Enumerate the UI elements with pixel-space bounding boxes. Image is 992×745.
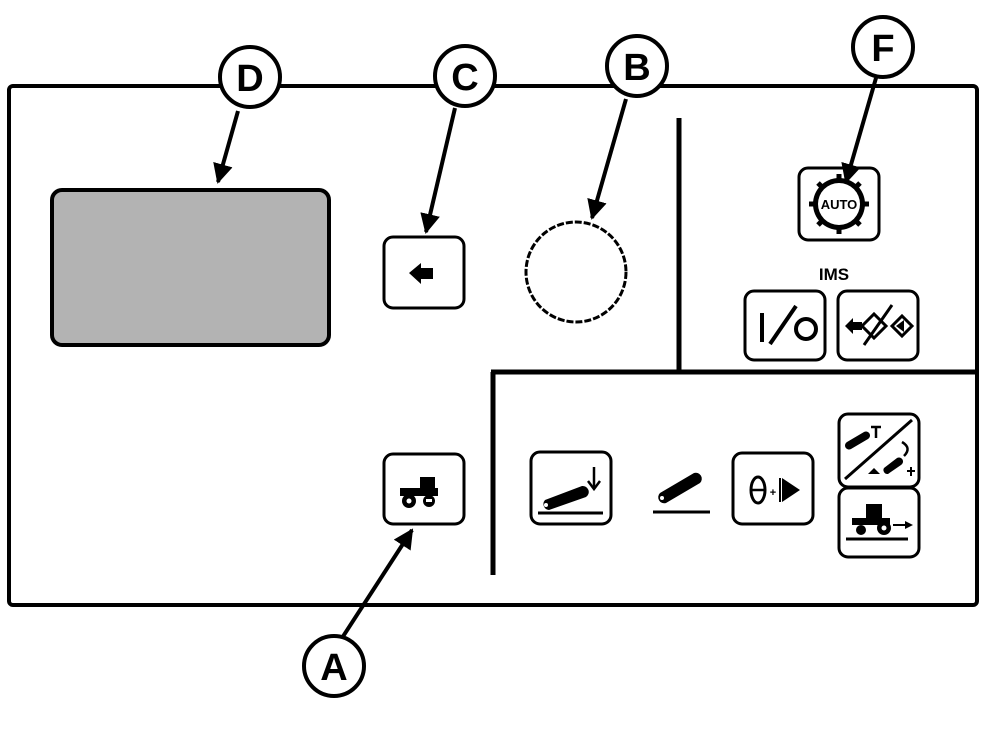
ims-on-off-button[interactable] — [743, 289, 827, 362]
callout-f: F — [851, 15, 915, 79]
ims-sequence-button[interactable] — [836, 289, 920, 362]
tractor-speed-icon — [846, 504, 913, 541]
leader-c — [420, 107, 457, 234]
hitch-lower-button[interactable] — [529, 450, 613, 526]
tractor-speed-button[interactable] — [837, 486, 921, 559]
callout-a-label: A — [320, 647, 347, 689]
hitch-rate-icon: + — [749, 475, 800, 505]
hitch-rate-button[interactable]: + — [731, 451, 815, 526]
display-screen — [50, 188, 331, 347]
leader-d — [213, 110, 240, 184]
callout-leaders — [213, 77, 878, 640]
hitch-lower-icon — [538, 467, 603, 515]
back-button[interactable] — [382, 235, 466, 310]
on-off-icon — [760, 304, 818, 346]
back-arrow-icon — [409, 263, 433, 284]
callout-d: D — [218, 45, 282, 109]
hitch-adjust-icon — [844, 418, 915, 481]
callout-c-label: C — [451, 57, 478, 99]
hitch-adjust-button[interactable] — [837, 412, 921, 489]
auto-gear-icon — [809, 174, 869, 234]
leader-a — [340, 528, 414, 640]
hitch-position-indicator — [653, 472, 710, 514]
callout-a: A — [302, 634, 366, 698]
sequence-icon — [845, 304, 915, 346]
callout-b: B — [605, 34, 669, 98]
tractor-button[interactable] — [382, 452, 466, 526]
rotary-knob[interactable] — [524, 220, 628, 324]
auto-button[interactable]: AUTO — [797, 166, 881, 242]
leader-f — [841, 77, 878, 184]
callout-c: C — [433, 44, 497, 108]
callout-d-label: D — [236, 58, 263, 100]
rotary-knob-icon — [524, 220, 628, 324]
auto-label: AUTO — [821, 197, 858, 212]
tractor-icon — [400, 477, 438, 508]
ims-label: IMS — [819, 265, 849, 284]
callout-f-label: F — [871, 28, 894, 70]
callout-b-label: B — [623, 47, 650, 89]
leader-b — [587, 98, 628, 220]
svg-text:+: + — [770, 487, 776, 499]
hitch-position-icon — [653, 472, 710, 514]
